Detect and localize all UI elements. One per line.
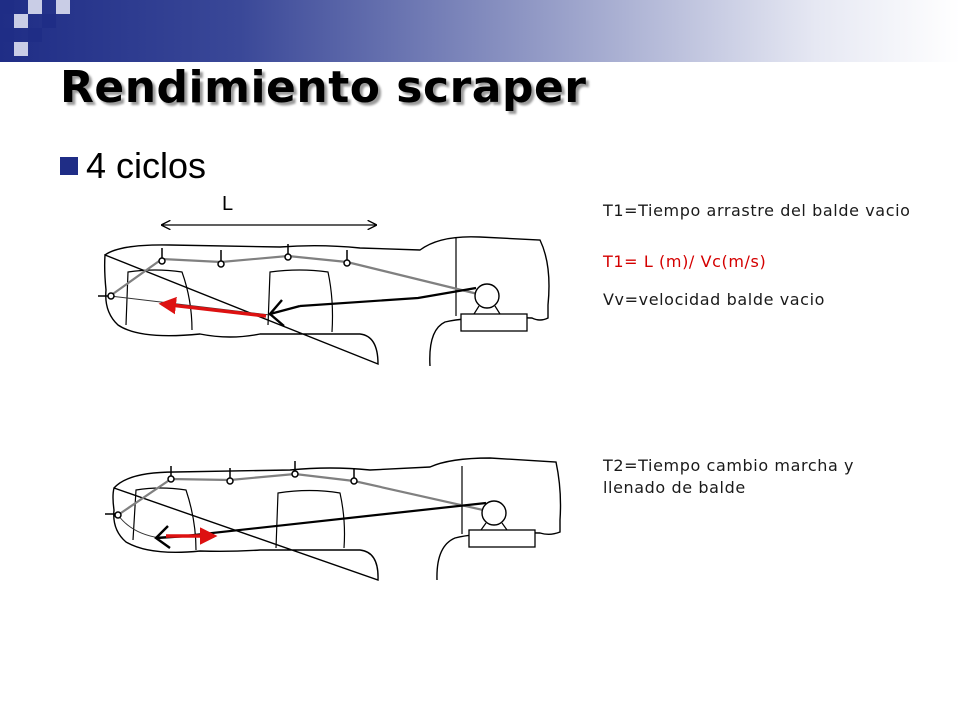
return-rope-1 [109, 254, 487, 298]
bullet-item: 4 ciclos [60, 143, 206, 189]
t1-definition: T1=Tiempo arrastre del balde vacio [603, 201, 911, 220]
scraper-bucket-1-icon [268, 299, 301, 327]
slide-title: Rendimiento scraper [60, 62, 587, 113]
haul-rope-1 [299, 286, 477, 308]
winch-drum-1-icon [474, 283, 500, 309]
bucket-direction-arrow-1 [158, 296, 267, 318]
sheave-markers-2 [105, 461, 358, 519]
mine-outline-2 [112, 457, 562, 581]
mine-outline-1 [103, 236, 550, 367]
pillar-2-right [275, 489, 346, 549]
title-banner [0, 0, 960, 62]
winch-support-2 [480, 522, 508, 531]
diagram-2 [105, 457, 562, 581]
sheave-markers-1 [98, 244, 351, 300]
square-bullet-icon [60, 157, 78, 175]
decorative-squares [0, 0, 70, 56]
pillar-2-left [132, 487, 197, 551]
winch-drum-2-icon [481, 500, 507, 526]
winch-base-1-icon [460, 313, 528, 332]
bullet-text: 4 ciclos [86, 145, 207, 186]
vv-definition: Vv=velocidad balde vacio [603, 290, 826, 309]
winch-support-1 [473, 305, 501, 315]
pillar-1-right [267, 269, 334, 333]
diagram-1 [98, 225, 550, 367]
winch-base-2-icon [468, 529, 536, 548]
t1-formula: T1= L (m)/ Vc(m/s) [603, 252, 767, 271]
length-label: L [222, 193, 234, 215]
return-rope-2 [117, 472, 493, 516]
tail-rope-2 [117, 514, 161, 539]
pillar-1-left [125, 269, 193, 331]
haul-rope-2 [184, 501, 487, 538]
t2-definition: T2=Tiempo cambio marcha y llenado de bal… [603, 456, 855, 497]
